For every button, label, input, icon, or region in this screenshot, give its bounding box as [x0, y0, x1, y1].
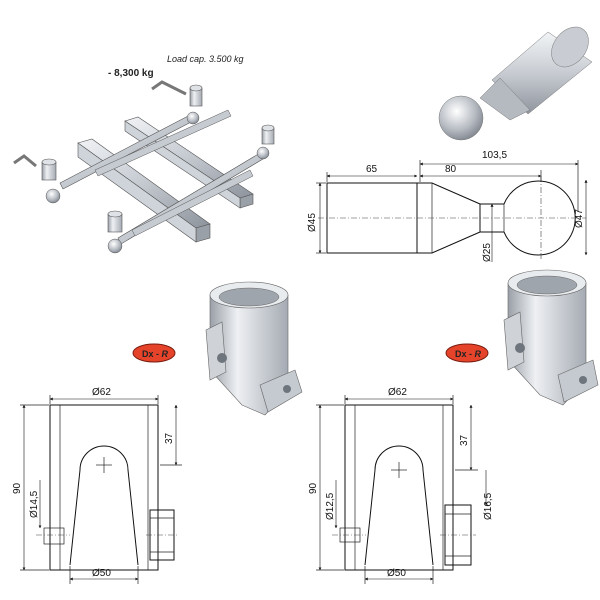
dim-top-diameter: Ø62: [388, 387, 407, 398]
dim-ball-diameter: Ø47: [574, 209, 585, 228]
dim-total-length: 103,5: [482, 150, 507, 161]
badge-text-r: R: [475, 349, 482, 359]
badge-text: Dx -: [455, 349, 475, 359]
dim-hole-right-diameter: Ø16,5: [483, 492, 494, 520]
dim-neck-length: 80: [445, 164, 457, 175]
weight-label: - 8,300 kg: [108, 68, 154, 79]
svg-text:Dx - R: Dx - R: [455, 349, 482, 359]
socket-drawing-right: Ø62 90 37 Ø12,5 Ø16,5 Ø50: [308, 387, 494, 584]
frame-socket: [41, 84, 275, 233]
dim-slot-height: 37: [459, 434, 470, 446]
dx-r-badge: Dx - R: [132, 343, 176, 363]
dim-height: 90: [308, 482, 319, 494]
dim-height: 90: [12, 482, 23, 494]
dim-bottom-diameter: Ø50: [387, 568, 406, 579]
socket-render-right: [503, 269, 599, 406]
socket-drawing-left: Ø62 90 37 Ø14,5 Ø50: [12, 387, 182, 584]
ball-pin-drawing: 103,5 65 80 Ø45 Ø25 Ø47: [307, 150, 588, 262]
dim-neck-diameter: Ø25: [482, 243, 493, 262]
svg-text:Dx - R: Dx - R: [142, 349, 169, 359]
cross-tube: [59, 109, 269, 245]
dx-r-badge: Dx - R: [445, 343, 489, 363]
badge-text-r: R: [162, 349, 169, 359]
badge-text: Dx -: [142, 349, 162, 359]
socket-render-left: [205, 281, 303, 416]
dim-shank-length: 65: [366, 164, 378, 175]
ball-pin-render: [438, 26, 593, 141]
frame-illustration: Load cap. 3.500 kg - 8,300 kg: [13, 54, 275, 254]
dim-bottom-diameter: Ø50: [92, 568, 111, 579]
locking-pin: [13, 80, 187, 168]
dim-hole-left-diameter: Ø12,5: [325, 492, 336, 520]
load-capacity-label: Load cap. 3.500 kg: [167, 54, 244, 64]
ball-end: [45, 111, 270, 254]
dim-top-diameter: Ø62: [92, 387, 111, 398]
dim-shank-diameter: Ø45: [307, 213, 318, 232]
dim-slot-height: 37: [164, 432, 175, 444]
dim-hole-diameter: Ø14,5: [29, 490, 40, 518]
